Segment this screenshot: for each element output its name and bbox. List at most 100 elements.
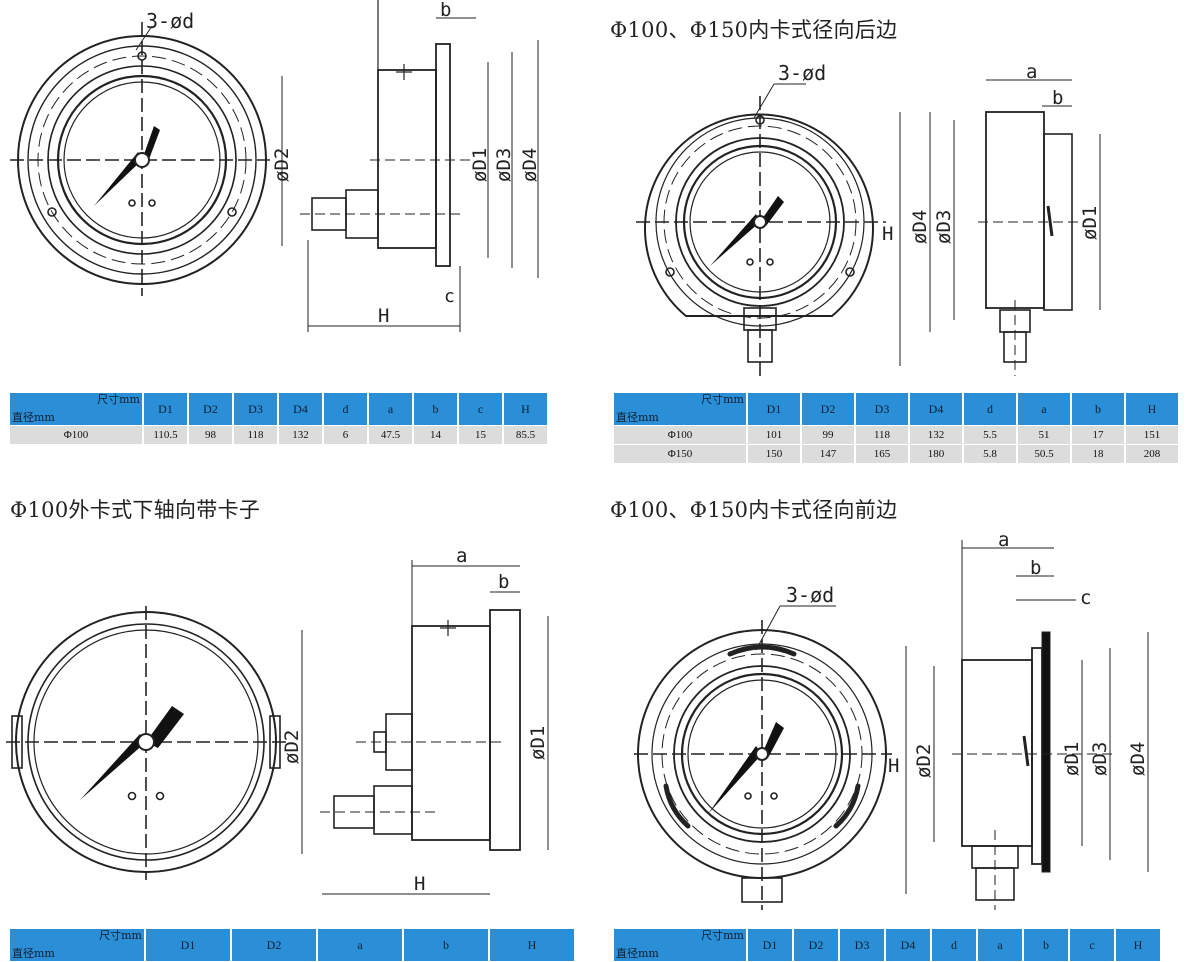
table-cell: 18 (1072, 445, 1124, 463)
dim-h-label: H (882, 223, 893, 245)
table-cell: 99 (802, 426, 854, 444)
table-cell: 132 (279, 426, 322, 444)
gauge-front-view (10, 22, 270, 296)
row-label: Φ150 (614, 445, 746, 463)
dim-d1-label: øD1 (469, 148, 491, 182)
table-cell: 208 (1126, 445, 1178, 463)
col-header-b: b (1072, 393, 1124, 425)
table-cell: 15 (459, 426, 502, 444)
dim-d2-label: øD2 (913, 744, 935, 778)
panel-radial-rear-mount-small: 3-ød b øD2 øD1 øD3 øD4 c H (0, 0, 596, 470)
table-cell: 132 (910, 426, 962, 444)
row-label: Φ100 (614, 426, 746, 444)
table-cell: 6 (324, 426, 367, 444)
gauge-front-view (634, 605, 892, 910)
gauge-drawing-3: a b øD2 øD1 H (6, 545, 549, 895)
col-header-d4: D4 (886, 929, 930, 961)
col-header-h: H (490, 929, 574, 961)
col-header-c: c (1070, 929, 1114, 961)
col-header-c: c (459, 393, 502, 425)
table-cell: 151 (1126, 426, 1178, 444)
dim-a-label: a (1026, 61, 1037, 83)
row-label: Φ100 (10, 426, 142, 444)
table-cell: 5.8 (964, 445, 1016, 463)
col-header-a: a (1018, 393, 1070, 425)
dim-b-label: b (440, 0, 451, 21)
col-header-d1: D1 (144, 393, 187, 425)
panel-title: Φ100、Φ150内卡式径向前边 (610, 498, 898, 522)
table-corner: 尺寸mm 直径mm (614, 929, 746, 961)
col-header-b: b (404, 929, 488, 961)
dim-a-label: a (456, 545, 467, 567)
dim-c-label: c (444, 286, 455, 307)
col-header-d4: D4 (279, 393, 322, 425)
col-header-d3: D3 (234, 393, 277, 425)
gauge-side-view (301, 560, 549, 895)
table-cell: 147 (802, 445, 854, 463)
spec-table-1: 尺寸mm 直径mm D1 D2 D3 D4 d a b c H Φ100 110… (8, 392, 549, 445)
table-cell: 98 (189, 426, 232, 444)
col-header-d1: D1 (748, 929, 792, 961)
dim-b-label: b (1052, 87, 1063, 109)
table-cell: 51 (1018, 426, 1070, 444)
table-cell: 47.5 (369, 426, 412, 444)
table-cell: 150 (748, 445, 800, 463)
gauge-drawing-4: 3-ød a b c H øD2 øD1 øD3 øD4 (634, 529, 1149, 910)
col-header-d1: D1 (748, 393, 800, 425)
dim-d2-label: øD2 (271, 148, 293, 182)
dim-h-label: H (414, 873, 425, 895)
col-header-d2: D2 (794, 929, 838, 961)
col-header-h: H (504, 393, 547, 425)
dim-h-label: H (888, 755, 899, 777)
col-header-b: b (1024, 929, 1068, 961)
col-header-d: d (324, 393, 367, 425)
col-header-a: a (318, 929, 402, 961)
col-header-d4: D4 (910, 393, 962, 425)
table-corner: 尺寸mm 直径mm (10, 393, 142, 425)
table-cell: 50.5 (1018, 445, 1070, 463)
table-cell: 118 (234, 426, 277, 444)
col-header-d1: D1 (146, 929, 230, 961)
col-header-h: H (1126, 393, 1178, 425)
spec-table-4: 尺寸mm 直径mm D1 D2 D3 D4 d a b c H (612, 928, 1162, 962)
table-corner: 尺寸mm 直径mm (10, 929, 144, 961)
dim-3-d-callout: 3-ød (778, 61, 826, 85)
gauge-front-view (6, 606, 290, 880)
gauge-side-view (905, 540, 1149, 910)
col-header-b: b (414, 393, 457, 425)
dim-b-label: b (1030, 557, 1041, 579)
panel-title: Φ100外卡式下轴向带卡子 (10, 498, 261, 522)
table-cell: 180 (910, 445, 962, 463)
dim-d4-label: øD4 (1127, 742, 1149, 776)
table-cell: 165 (856, 445, 908, 463)
gauge-front-view (636, 83, 886, 376)
gauge-side-view (281, 0, 539, 332)
spec-table-2: 尺寸mm 直径mm D1 D2 D3 D4 d a b H Φ100 101 9… (612, 392, 1180, 464)
dim-a-label: a (998, 529, 1009, 551)
dim-d3-label: øD3 (1089, 742, 1111, 776)
gauge-drawing-2: 3-ød a b H øD4 øD3 øD1 (636, 61, 1101, 376)
dim-h-label: H (378, 305, 389, 327)
dim-d1-label: øD1 (1079, 206, 1101, 240)
col-header-d: d (964, 393, 1016, 425)
col-header-d2: D2 (802, 393, 854, 425)
dim-d3-label: øD3 (933, 210, 955, 244)
dim-d4-label: øD4 (519, 148, 541, 182)
gauge-drawing-1: 3-ød b øD2 øD1 øD3 øD4 c H (10, 0, 541, 332)
table-row: Φ150 150 147 165 180 5.8 50.5 18 208 (614, 445, 1178, 463)
gauge-side-view (899, 79, 1101, 376)
table-row: Φ100 101 99 118 132 5.5 51 17 151 (614, 426, 1178, 444)
dim-d4-label: øD4 (909, 210, 931, 244)
table-cell: 101 (748, 426, 800, 444)
col-header-d3: D3 (840, 929, 884, 961)
dim-d2-label: øD2 (281, 730, 303, 764)
col-header-a: a (978, 929, 1022, 961)
col-header-d: d (932, 929, 976, 961)
table-cell: 5.5 (964, 426, 1016, 444)
col-header-d2: D2 (189, 393, 232, 425)
col-header-d2: D2 (232, 929, 316, 961)
dim-d1-label: øD1 (1061, 742, 1083, 776)
dim-3-d-callout: 3-ød (786, 583, 834, 607)
panel-title: Φ100、Φ150内卡式径向后边 (610, 18, 898, 42)
dim-b-label: b (498, 571, 509, 593)
